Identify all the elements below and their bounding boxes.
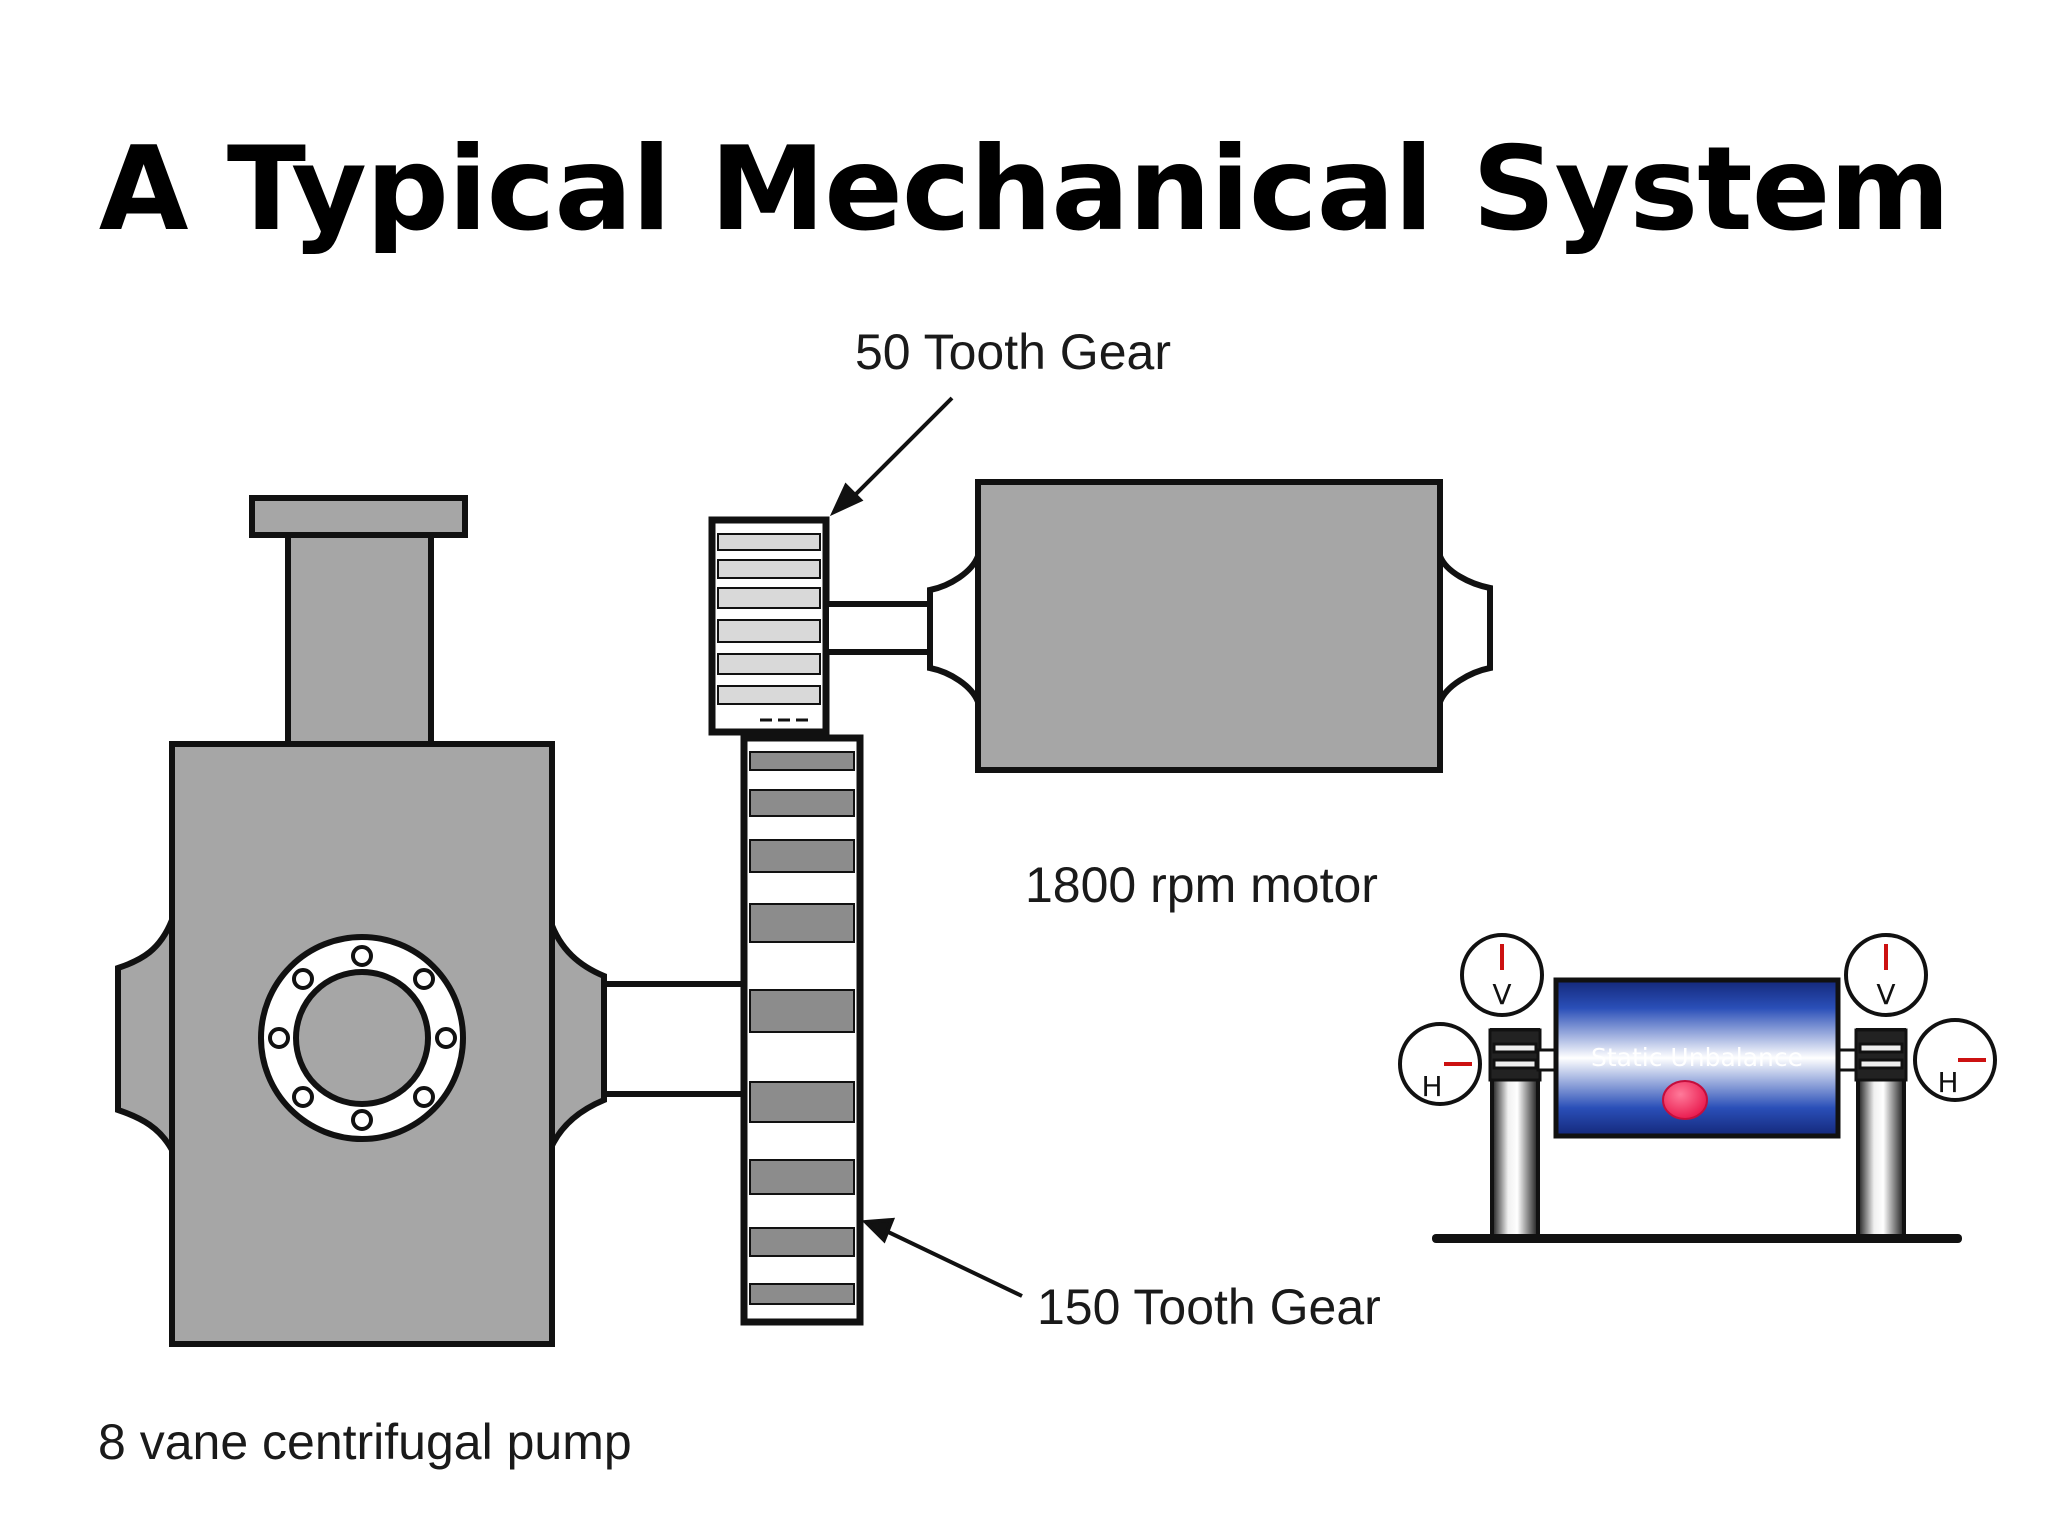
inset-title: Static Unbalance — [1591, 1043, 1803, 1072]
motor-body — [975, 479, 1443, 773]
pump-flange-bolts — [268, 945, 457, 1131]
motor-label: 1800 rpm motor — [1025, 857, 1378, 913]
pump-discharge-flange — [249, 495, 468, 538]
gauge-letter: V — [1876, 978, 1895, 1011]
slide-title: A Typical Mechanical System — [98, 122, 1951, 257]
pump-suction-flange-inner — [293, 969, 431, 1107]
centrifugal-pump — [115, 495, 747, 1347]
gauge-left-vertical: V — [1460, 933, 1544, 1017]
large-gear-teeth — [749, 751, 855, 1305]
gauge-letter: H — [1937, 1066, 1958, 1099]
motor-right-end-bell — [1437, 554, 1493, 704]
small-gear — [708, 516, 830, 736]
large-gear — [740, 734, 864, 1326]
large-gear-label: 150 Tooth Gear — [1037, 1279, 1381, 1335]
inset-right-bearing — [1854, 1028, 1908, 1082]
motor-shaft — [823, 601, 935, 655]
pump-label: 8 vane centrifugal pump — [98, 1414, 632, 1470]
inset-left-bearing — [1488, 1028, 1542, 1082]
static-unbalance-inset: Static Unbalance V H V H — [1398, 933, 1997, 1243]
gauge-right-horizontal: H — [1913, 1018, 1997, 1102]
small-gear-label: 50 Tooth Gear — [855, 324, 1171, 380]
gauge-letter: H — [1421, 1070, 1442, 1103]
unbalance-mass — [1662, 1080, 1708, 1120]
motor — [823, 479, 1493, 773]
gauge-letter: V — [1492, 978, 1511, 1011]
small-gear-teeth — [717, 533, 821, 705]
arrow-large-gear — [883, 1228, 1023, 1298]
pointer-arrows — [829, 396, 1023, 1298]
gauge-left-horizontal: H — [1398, 1022, 1482, 1106]
pump-left-bearing-housing — [115, 918, 175, 1152]
pump-right-bearing-housing — [547, 919, 607, 1152]
pump-discharge-neck — [285, 527, 434, 749]
arrow-small-gear — [848, 396, 954, 502]
pump-shaft — [601, 981, 747, 1097]
inset-base — [1432, 1234, 1962, 1243]
gauge-right-vertical: V — [1844, 933, 1928, 1017]
motor-left-end-bell — [927, 554, 981, 704]
